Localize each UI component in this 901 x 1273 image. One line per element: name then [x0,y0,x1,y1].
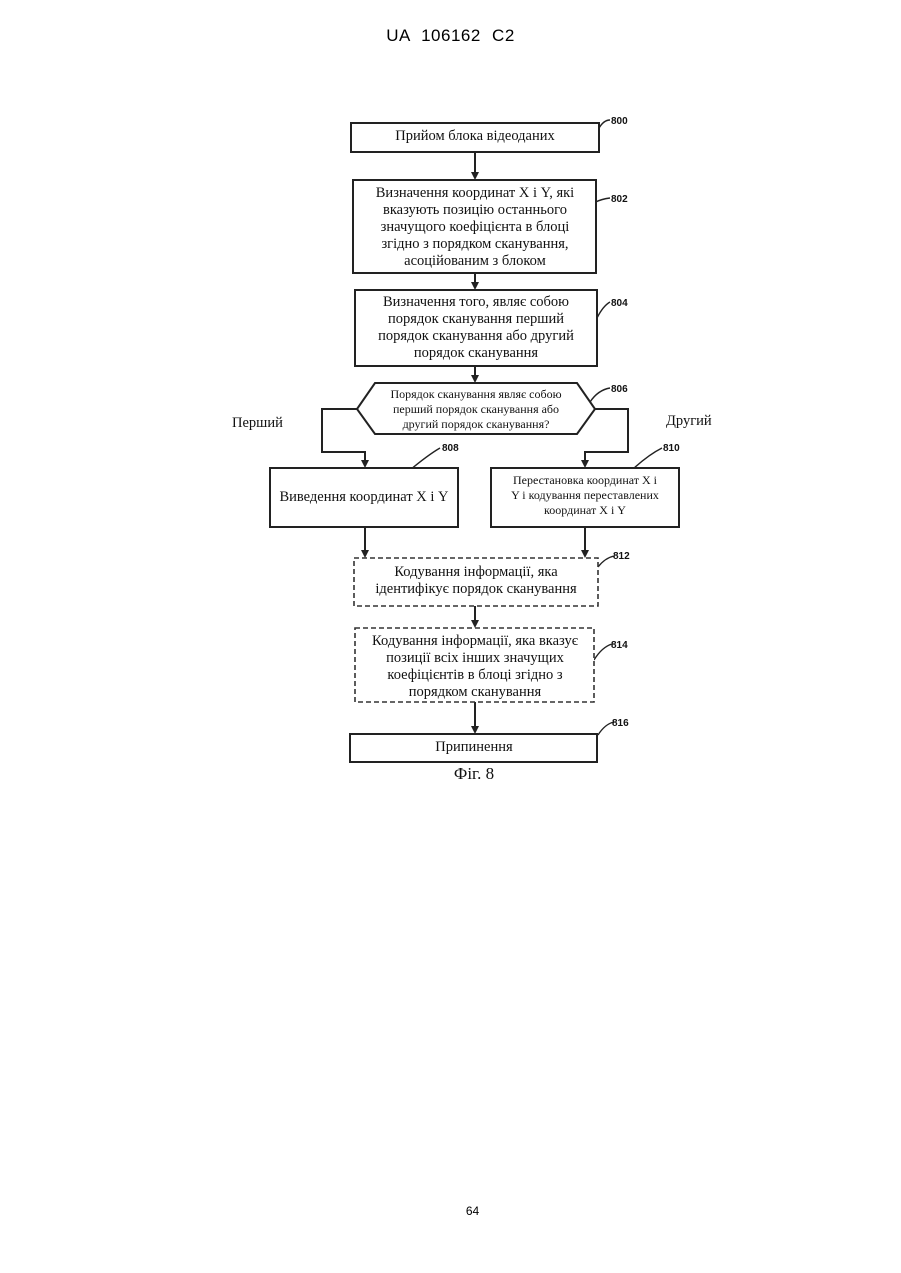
step-802-line-2: вказують позицію останнього [383,202,567,218]
ref-804: 804 [611,298,628,309]
step-814-line-4: порядком сканування [409,684,542,700]
step-800: Прийом блока відеоданих 800 [351,116,628,152]
step-802-line-1: Визначення координат X і Y, які [376,185,574,201]
ref-800: 800 [611,116,628,127]
branch-label-second: Другий [666,413,712,429]
ref-816: 816 [612,718,629,729]
step-804: Визначення того, являє собою порядок ска… [355,290,628,366]
arrow-806-810 [585,409,628,466]
step-812-line-2: ідентифікує порядок сканування [375,581,577,597]
branch-label-first: Перший [232,415,283,431]
ref-814: 814 [611,640,628,651]
step-814: Кодування інформації, яка вказує позиції… [355,628,628,702]
decision-806-line-2: перший порядок сканування або [393,402,559,416]
step-808-label: Виведення координат X і Y [279,489,449,505]
step-802-line-3: значущого коефіцієнта в блоці [381,219,570,235]
decision-806-line-1: Порядок сканування являє собою [390,387,561,401]
step-814-line-1: Кодування інформації, яка вказує [372,633,578,649]
ref-812: 812 [613,551,630,562]
step-800-label: Прийом блока відеоданих [395,128,555,144]
step-816: Припинення 816 [350,718,629,762]
step-812: Кодування інформації, яка ідентифікує по… [354,551,630,606]
step-802-line-5: асоційованим з блоком [404,253,546,269]
figure-caption: Фіг. 8 [454,764,494,783]
ref-810: 810 [663,443,680,454]
step-814-line-2: позиції всіх інших значущих [386,650,564,666]
step-802: Визначення координат X і Y, які вказують… [353,180,628,273]
decision-806-line-3: другий порядок сканування? [403,417,550,431]
step-804-line-4: порядок сканування [414,345,539,361]
step-814-line-3: коефіцієнтів в блоці згідно з [387,667,562,683]
step-816-label: Припинення [435,739,513,755]
step-812-line-1: Кодування інформації, яка [394,564,558,580]
decision-806: Порядок сканування являє собою перший по… [357,383,628,434]
step-810-line-3: координат X і Y [544,503,626,517]
step-802-line-4: згідно з порядком сканування, [381,236,568,252]
step-804-line-3: порядок сканування або другий [378,328,574,344]
ref-808: 808 [442,443,459,454]
ref-806: 806 [611,384,628,395]
step-810-line-1: Перестановка координат X і [513,473,658,487]
ref-802: 802 [611,194,628,205]
step-810-line-2: Y і кодування переставлених [511,488,659,502]
page-number: 64 [0,1204,901,1218]
step-804-line-2: порядок сканування перший [388,311,564,327]
arrow-806-808 [322,409,365,466]
step-804-line-1: Визначення того, являє собою [383,294,569,310]
